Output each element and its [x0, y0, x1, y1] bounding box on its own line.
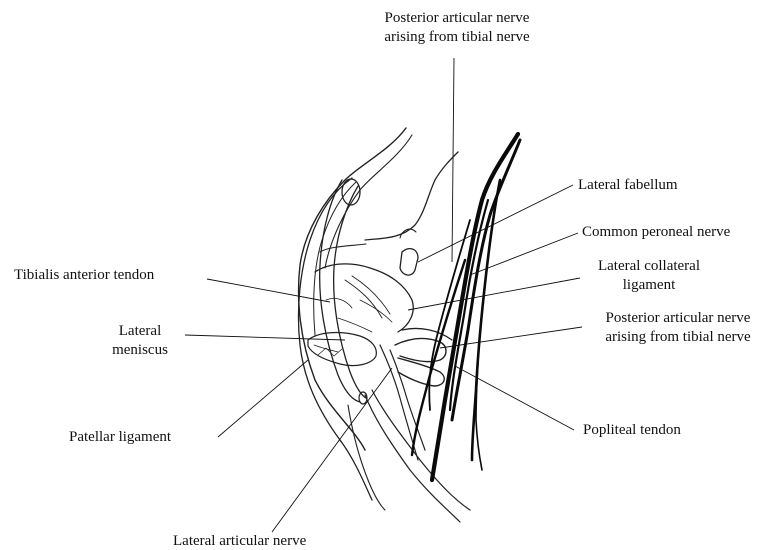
label-tibialis-anterior-tendon: Tibialis anterior tendon — [14, 266, 154, 285]
label-lateral-articular-nerve: Lateral articular nerve — [173, 532, 306, 550]
femur-outline — [299, 128, 406, 450]
femur-outline-inner — [325, 135, 412, 268]
label-popliteal-tendon: Popliteal tendon — [583, 421, 681, 440]
label-lateral-collateral-ligament: Lateral collateral ligament — [574, 257, 724, 295]
leader-posterior-top — [452, 58, 454, 262]
condyle-outline — [365, 152, 458, 240]
label-posterior-articular-nerve-right: Posterior articular nerve arising from t… — [580, 309, 776, 347]
label-line: ligament — [574, 276, 724, 295]
label-patellar-ligament: Patellar ligament — [69, 428, 171, 447]
ligament-mass — [315, 264, 413, 332]
label-text: Lateral articular nerve — [173, 533, 306, 549]
fabellum-shape — [400, 249, 418, 275]
label-text: Popliteal tendon — [583, 422, 681, 438]
label-text: Tibialis anterior tendon — [14, 267, 154, 283]
condyle-outline-2 — [320, 244, 366, 252]
label-lateral-meniscus: Lateral meniscus — [95, 322, 185, 360]
leader-lateral-collateral — [408, 278, 580, 310]
tendon-cut-end — [342, 179, 360, 205]
label-common-peroneal-nerve: Common peroneal nerve — [582, 223, 730, 242]
label-line: Lateral collateral — [574, 257, 724, 276]
label-line: arising from tibial nerve — [580, 328, 776, 347]
label-text: Patellar ligament — [69, 429, 171, 445]
nerve-branch-5 — [476, 330, 482, 470]
leader-meniscus — [185, 335, 345, 340]
leader-patellar — [218, 360, 308, 437]
label-text: Lateral fabellum — [578, 177, 678, 193]
label-line: Posterior articular nerve — [580, 309, 776, 328]
label-text: Common peroneal nerve — [582, 224, 730, 240]
leader-common-peroneal — [470, 233, 578, 275]
label-line: Posterior articular nerve — [357, 9, 557, 28]
label-posterior-articular-nerve-top: Posterior articular nerve arising from t… — [357, 9, 557, 47]
leader-lateral-articular — [272, 368, 392, 532]
label-line: Lateral — [95, 322, 185, 341]
label-line: arising from tibial nerve — [357, 28, 557, 47]
leader-tibialis — [207, 279, 330, 302]
label-line: meniscus — [95, 341, 185, 360]
tibialis-tendon-strip — [320, 180, 360, 402]
label-lateral-fabellum: Lateral fabellum — [578, 176, 678, 195]
